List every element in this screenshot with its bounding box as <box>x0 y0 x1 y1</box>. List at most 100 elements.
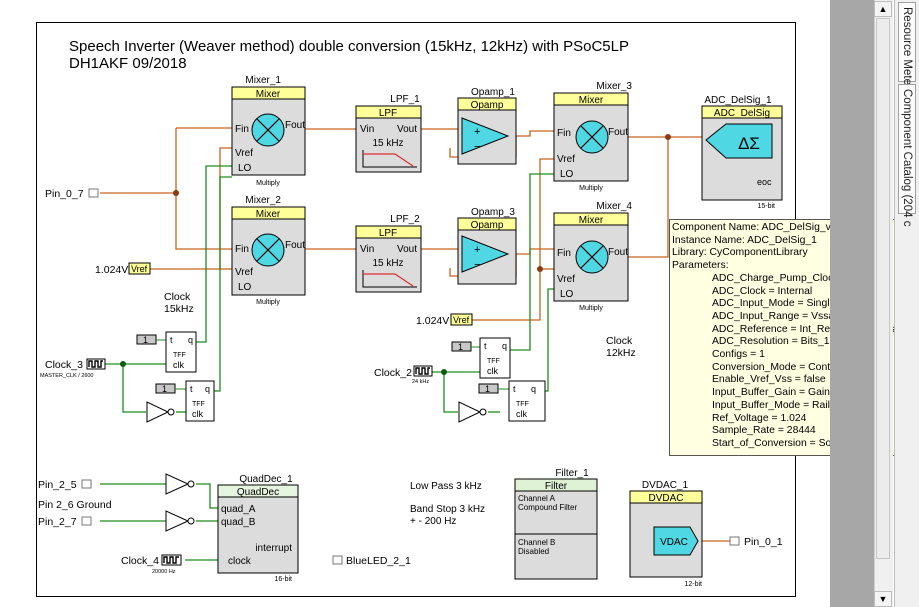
mixer-4[interactable]: Mixer Mixer_4 Fin Fout Vref LO Multiply <box>553 201 632 312</box>
svg-text:−: − <box>474 259 480 271</box>
tff-3[interactable]: 1 t q TFF clk <box>451 337 511 379</box>
svg-text:15-bit: 15-bit <box>757 203 775 210</box>
adc-delsig-1[interactable]: ADC_DelSig ADC_DelSig_1 ΔΣ eoc 15-bit <box>701 95 783 210</box>
tab-component-catalog[interactable]: Component Catalog (204 c <box>898 84 916 226</box>
dvdac-1[interactable]: DVDAC DVDAC_1 VDAC 12-bit <box>629 480 703 588</box>
vref-tag-right[interactable]: 1.024V Vref <box>416 313 473 327</box>
svg-text:1: 1 <box>485 384 490 394</box>
svg-text:24 kHz: 24 kHz <box>412 379 429 385</box>
input-pin-2-7[interactable]: Pin_2_7 <box>38 516 92 528</box>
mixer-2[interactable]: Mixer Mixer_2 Fin Fout Vref LO Multiply <box>231 195 306 306</box>
input-pin-2-5[interactable]: Pin_2_5 <box>38 479 92 491</box>
clock-3[interactable]: Clock_3 MASTER_CLK / 2600 <box>40 358 106 379</box>
tooltip-param: ADC_Resolution = Bits_15 <box>712 336 836 348</box>
inverter-left[interactable] <box>146 401 175 423</box>
tff-4[interactable]: 1 t q TFF clk <box>478 380 546 422</box>
output-pin-0-1[interactable]: Pin_0_1 <box>729 536 783 548</box>
svg-text:t: t <box>170 335 173 345</box>
svg-text:Filter: Filter <box>545 481 568 492</box>
svg-text:eoc: eoc <box>757 177 772 187</box>
tooltip-param: Input_Buffer_Gain = Gain_4X <box>712 387 849 399</box>
inverter-right[interactable] <box>458 401 487 423</box>
svg-text:12-bit: 12-bit <box>684 581 702 588</box>
tooltip-param: Sample_Rate = 28444 <box>712 425 816 437</box>
tooltip-param: Ref_Voltage = 1.024 <box>712 412 807 424</box>
svg-text:Pin_0_7: Pin_0_7 <box>45 188 84 200</box>
svg-text:QuadDec_1: QuadDec_1 <box>239 474 293 485</box>
svg-text:Opamp: Opamp <box>471 220 504 231</box>
svg-text:TFF: TFF <box>487 358 500 365</box>
tooltip-param: Input_Buffer_Mode = Rail_to_Rail <box>712 399 869 411</box>
svg-text:Multiply: Multiply <box>256 180 280 187</box>
svg-text:1: 1 <box>458 342 463 352</box>
mixer-3-instance: Mixer_3 <box>596 81 632 92</box>
clock-15k-label: Clock <box>164 291 191 303</box>
tff-2[interactable]: 1 t q TFF clk <box>155 380 215 422</box>
svg-text:12kHz: 12kHz <box>606 347 636 359</box>
schematic-author-date: DH1AKF 09/2018 <box>69 55 187 72</box>
mixer-3[interactable]: Mixer Mixer_3 Fin Fout Vref LO Multiply <box>553 81 632 192</box>
tooltip-param: ADC_Charge_Pump_Clock = true <box>712 272 869 284</box>
pin-2-6-ground-label: Pin 2_6 Ground <box>38 499 112 511</box>
svg-text:Pin_0_1: Pin_0_1 <box>744 536 783 548</box>
lpf-1[interactable]: LPF LPF_1 Vin Vout 15 kHz <box>355 94 422 173</box>
svg-text:VDAC: VDAC <box>660 537 688 548</box>
filter-1[interactable]: Filter Filter_1 Channel A Compound Filte… <box>514 468 598 580</box>
svg-text:Vref: Vref <box>557 154 575 165</box>
svg-text:Fin: Fin <box>235 124 249 135</box>
clock-4[interactable]: Clock_4 20000 Hz <box>121 554 182 575</box>
svg-text:Mixer: Mixer <box>579 215 604 226</box>
quaddec-1[interactable]: QuadDec QuadDec_1 quad_A quad_B interrup… <box>217 474 299 583</box>
svg-text:Clock_4: Clock_4 <box>121 555 159 567</box>
svg-text:q: q <box>502 341 507 351</box>
svg-text:Vin: Vin <box>360 124 374 135</box>
scrollbar-thumb[interactable] <box>876 18 890 559</box>
inverter-quad-b[interactable] <box>165 510 195 532</box>
opamp-3[interactable]: Opamp Opamp_3 + − <box>457 207 517 285</box>
svg-text:clk: clk <box>487 366 498 376</box>
lpf-2[interactable]: LPF LPF_2 Vin Vout 15 kHz <box>355 214 422 293</box>
tab-resource-meter-label: Resource Meter <box>901 7 913 89</box>
tooltip-param: ADC_Input_Range = Vssa_to_2Vref <box>712 310 879 322</box>
svg-text:Opamp_3: Opamp_3 <box>471 207 515 218</box>
tooltip-param: Start_of_Conversion = Software <box>712 437 860 449</box>
svg-text:20000 Hz: 20000 Hz <box>152 569 176 575</box>
input-pin-0-7[interactable]: Pin_0_7 <box>45 188 99 200</box>
svg-text:15 kHz: 15 kHz <box>372 258 403 269</box>
svg-text:Fout: Fout <box>608 127 628 138</box>
svg-text:Fin: Fin <box>557 248 571 259</box>
tab-resource-meter[interactable]: Resource Meter <box>898 2 916 89</box>
svg-text:LO: LO <box>560 289 574 300</box>
svg-text:t: t <box>513 384 516 394</box>
svg-text:1: 1 <box>143 335 148 345</box>
svg-text:Filter_1: Filter_1 <box>555 468 589 479</box>
svg-text:Mixer: Mixer <box>579 95 604 106</box>
svg-text:DVDAC_1: DVDAC_1 <box>642 480 689 491</box>
svg-text:clk: clk <box>516 409 527 419</box>
svg-text:LPF: LPF <box>379 108 397 119</box>
svg-text:1.024V: 1.024V <box>95 264 128 276</box>
tooltip-param: Configs = 1 <box>712 349 765 361</box>
opamp-1[interactable]: Opamp Opamp_1 + − <box>457 87 517 165</box>
svg-text:TFF: TFF <box>516 401 529 408</box>
tff-1[interactable]: 1 t q TFF clk <box>136 331 197 373</box>
tooltip-line: Parameters: <box>672 260 729 272</box>
svg-text:Mixer: Mixer <box>256 209 281 220</box>
mixer-1[interactable]: Mixer Mixer_1 Fin Fout Vref LO Multiply <box>231 75 306 187</box>
svg-text:Fout: Fout <box>285 240 305 251</box>
svg-text:Vref: Vref <box>131 264 148 274</box>
inverter-quad-a[interactable] <box>165 473 195 495</box>
svg-text:Fin: Fin <box>235 244 249 255</box>
scroll-down-button[interactable]: ▼ <box>874 591 892 607</box>
blue-led-pin[interactable]: BlueLED_2_1 <box>332 555 411 567</box>
scroll-up-button[interactable]: ▲ <box>874 1 892 17</box>
vref-tag-left[interactable]: 1.024V Vref <box>95 262 151 276</box>
svg-text:QuadDec: QuadDec <box>237 487 279 498</box>
clock-2[interactable]: Clock_2 24 kHz <box>374 365 433 385</box>
svg-text:Fout: Fout <box>608 247 628 258</box>
svg-text:15 kHz: 15 kHz <box>372 138 403 149</box>
tooltip-line: Component Name: ADC_DelSig_v3_30 <box>672 222 854 233</box>
svg-text:Compound Filter: Compound Filter <box>518 503 577 512</box>
